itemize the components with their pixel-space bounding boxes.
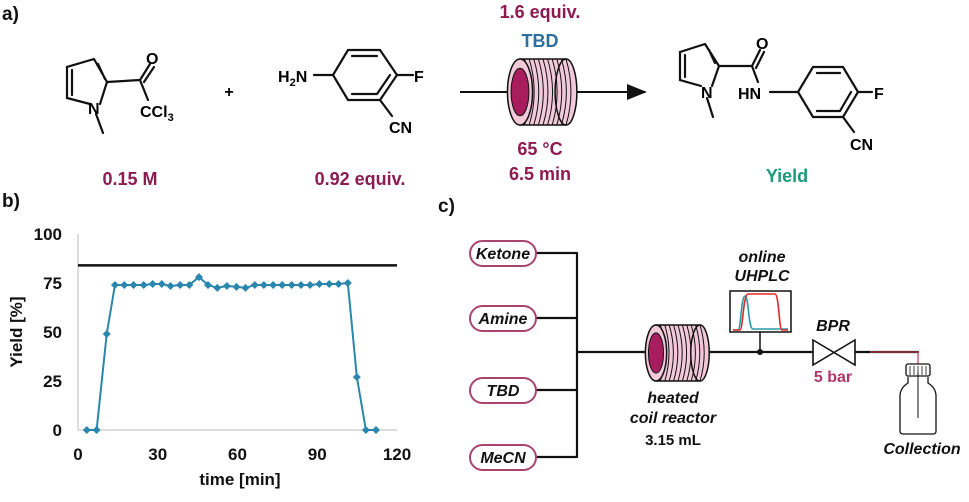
reactor-volume: 3.15 mL [645,432,701,449]
amine-equiv: 0.92 equiv. [315,169,406,189]
back-pressure-regulator-icon [812,338,856,367]
x-tick-label: 60 [228,445,247,464]
amine-nh2: H2N [278,69,307,89]
data-point [371,426,380,434]
bpr-label: BPR [816,318,850,335]
residence-time: 6.5 min [509,164,571,184]
x-tick-label: 0 [73,445,82,464]
x-tick-label: 90 [308,445,327,464]
product-atom-cn: CN [850,137,873,154]
data-point [176,280,185,289]
input-ketone: Ketone [469,240,537,267]
uhplc-label-1: online [738,249,785,266]
data-point [250,280,259,289]
atom-ccl3: CCl3 [140,104,174,124]
data-point [213,283,222,292]
data-point [269,280,278,289]
data-point [157,279,166,288]
uhplc-label-2: UHPLC [734,268,790,285]
yield-chart: Yield [%] time [min] 0 25 50 75 100 0 30 60 90 12… [7,225,411,489]
reactor-label-2: coil reactor [630,410,717,427]
data-point [139,280,148,289]
data-point [343,279,352,287]
y-tick-label: 100 [34,225,62,244]
data-point [259,280,268,289]
data-point [92,426,101,434]
product-structure: N O HN F CN [678,36,884,154]
data-point [120,280,129,289]
y-tick-label: 0 [53,421,62,440]
plus-sign: + [224,84,233,101]
y-tick-label: 50 [43,323,62,342]
tbd-equiv: 1.6 equiv. [500,2,581,22]
coil-reactor-icon [506,58,578,126]
atom-cn: CN [389,120,412,137]
reactant-amine-structure: H2N F CN [278,48,424,137]
product-yield-label: Yield [766,166,808,186]
data-point [325,279,334,288]
data-point [203,280,212,289]
data-point [148,279,157,288]
data-point [166,281,175,290]
data-point [297,280,306,289]
data-point [278,280,287,289]
input-amine: Amine [469,305,537,332]
data-point [222,281,231,290]
data-point [185,280,194,289]
base-name: TBD [522,31,559,51]
input-label: TBD [487,383,520,400]
data-point [361,426,370,434]
data-point [241,283,250,292]
x-tick-label: 120 [383,445,411,464]
uhplc-monitor-icon [729,290,792,355]
data-point [232,282,241,291]
product-atom-f: F [874,86,884,103]
series-line [86,275,376,431]
bpr-pressure: 5 bar [814,369,852,386]
atom-o: O [146,51,158,68]
data-point [82,426,91,434]
atom-f: F [414,69,424,86]
x-tick-label: 30 [148,445,167,464]
y-tick-label: 25 [43,372,62,391]
input-label: MeCN [480,450,526,467]
panel-label-b: b) [2,191,20,212]
temperature: 65 °C [517,139,562,159]
input-label: Amine [478,311,528,328]
reactor-label-1: heated [647,390,700,407]
input-label: Ketone [476,246,530,263]
product-atom-n: N [701,85,713,102]
data-point [194,273,203,282]
data-point [102,329,111,338]
data-point [334,279,343,288]
ketone-concentration: 0.15 M [102,169,157,189]
panel-label-a: a) [2,4,19,25]
data-point [110,280,119,289]
data-point [315,279,324,288]
x-axis-label: time [min] [199,470,280,489]
data-point [287,280,296,289]
y-tick-label: 75 [43,274,62,293]
product-atom-o: O [756,36,768,53]
input-mecn: MeCN [469,444,537,471]
atom-n: N [88,101,100,118]
y-axis-label: Yield [%] [7,296,26,367]
data-point [352,373,361,382]
reactant-ketone-structure: N O CCl3 [65,51,174,135]
collection-bottle-icon [899,363,937,435]
heated-coil-reactor-icon [644,324,710,382]
product-atom-hn: HN [738,86,761,103]
input-tbd: TBD [469,377,537,404]
collection-label: Collection [883,441,961,458]
data-point [129,280,138,289]
data-point [306,280,315,289]
panel-label-c: c) [438,196,455,217]
